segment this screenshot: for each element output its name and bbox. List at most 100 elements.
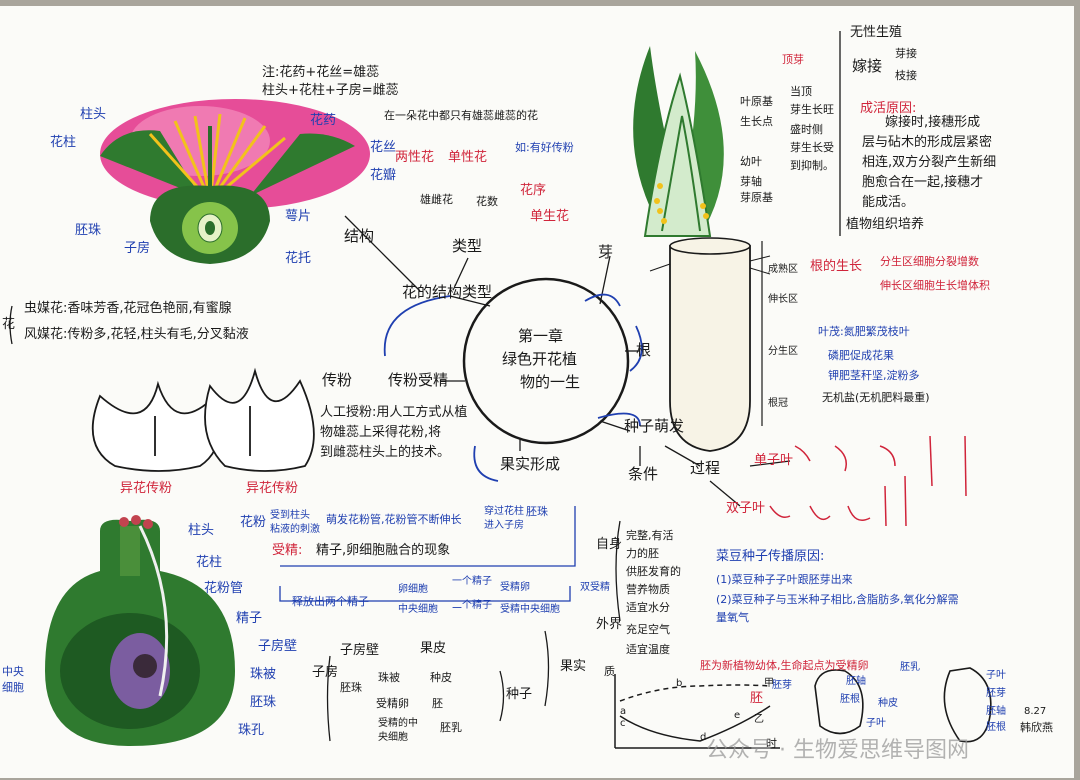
fert-integument: 珠被 (250, 667, 277, 682)
embryo-hypocotyl: 胚轴 (846, 676, 866, 687)
embryo-title: 胚为新植物幼体,生命起点为受精卵 (700, 659, 869, 672)
bud-note-5: 芽生长受 (790, 141, 834, 154)
label-anther: 花药 (310, 113, 337, 128)
ft-c2: 二个精子 (452, 600, 492, 611)
fert-central-2: 细胞 (2, 681, 24, 694)
zone-mature: 成熟区 (768, 264, 798, 275)
mind-map-sheet: 注:花药+花丝=雄蕊 柱头+花柱+子房=雌蕊 柱头 花药 花柱 花丝 花瓣 胚珠… (0, 6, 1074, 778)
embryo-hypocotyl-2: 胚轴 (986, 706, 1006, 717)
embryo-radicle: 胚根 (840, 694, 860, 705)
artificial-3: 到雌蕊柱头上的技术。 (320, 445, 451, 460)
survival-reason: 成活原因: (860, 101, 917, 116)
insect-pollinated: 虫媒花:香味芳香,花冠色艳丽,有蜜腺 (24, 301, 232, 316)
root-growth-elong: 伸长区细胞生长增体积 (880, 279, 990, 292)
root-growth-meristem: 分生区细胞分裂增数 (880, 255, 979, 268)
hub-pollination-fert: 传粉受精 (388, 371, 449, 389)
cross-pollination-a: 异花传粉 (120, 481, 173, 496)
seed-drawings (814, 667, 992, 743)
zone-cap: 根冠 (768, 398, 788, 409)
bud-note-1: 顶芽 (782, 53, 804, 66)
fert-stigma: 柱头 (188, 523, 215, 538)
watermark: 公众号 · 生物爱思维导图网 (706, 738, 969, 763)
cond-self: 自身 (596, 537, 623, 552)
ft-in1: 穿过花柱 (484, 506, 524, 517)
bud-primordia: 叶原基 (740, 95, 773, 108)
ft-double: 双受精 (580, 582, 610, 593)
seed-note-title: 菜豆种子传播原因: (716, 549, 825, 564)
ft-h2: 粘液的刺激 (270, 524, 320, 535)
cond-e3: 适宜温度 (626, 643, 670, 656)
tissue-culture: 植物组织培养 (846, 217, 925, 232)
artificial-2: 物雄蕊上采得花粉,将 (320, 425, 442, 440)
reason-5: 能成活。 (862, 195, 915, 210)
cond-ext: 外界 (596, 617, 623, 632)
dicot: 双子叶 (726, 501, 766, 516)
reason-1: 嫁接时,接穗形成 (885, 115, 981, 130)
note-stamen: 注:花药+花丝=雄蕊 (262, 65, 380, 80)
dry-weight-graph (614, 674, 780, 749)
label-stigma: 柱头 (80, 107, 107, 122)
ft-cc: 中央细胞 (398, 604, 438, 615)
cond-e1: 适宜水分 (626, 601, 670, 614)
flower-illustration (100, 99, 370, 264)
bud-note-6: 到抑制。 (790, 159, 834, 172)
graph-b: b (676, 678, 683, 689)
bud-note-3: 芽生长旺 (790, 103, 834, 116)
flower-bracket-label: 花 (2, 317, 16, 332)
wind-pollinated: 风媒花:传粉多,花轻,柱头有毛,分叉黏液 (24, 327, 249, 342)
e-g-note: 如:有好传粉 (515, 141, 574, 154)
root-growth: 根的生长 (810, 259, 863, 274)
ft-release: 释放出两个精子 (292, 595, 369, 608)
monocot: 单子叶 (754, 453, 794, 468)
bud-young-leaf: 幼叶 (740, 155, 762, 168)
fert-style: 花柱 (196, 555, 223, 570)
ftree-ovule: 胚珠 (340, 681, 362, 694)
ft-egg: 卵细胞 (398, 584, 428, 595)
potassium: 钾肥茎秆坚,淀粉多 (828, 369, 920, 382)
flower-count: 花数 (476, 195, 498, 208)
bud-graft: 芽接 (895, 47, 917, 60)
zone-meristem: 分生区 (768, 346, 798, 357)
ftree-ovary: 子房 (312, 665, 339, 680)
embryo-coat: 种皮 (878, 698, 898, 709)
ft-c1: 一个精子 (452, 576, 492, 587)
bisexual-flower: 两性花 (395, 150, 435, 165)
ftree-endosperm: 胚乳 (440, 721, 462, 734)
fert-central: 中央 (2, 665, 24, 678)
seed-note-3: 量氧气 (716, 611, 749, 624)
embryo-cotyledon: 子叶 (866, 718, 886, 729)
ft-flow: 萌发花粉管,花粉管不断伸长 (326, 513, 462, 526)
ftree-fe: 受精卵 (376, 697, 409, 710)
label-style: 花柱 (50, 135, 77, 150)
hub-fruit: 果实形成 (500, 455, 561, 473)
graph-e: e (734, 710, 741, 721)
ft-fuse: 受精卵 (500, 582, 530, 593)
ftree-fc2: 央细胞 (378, 732, 408, 743)
cond-e2: 充足空气 (626, 623, 670, 636)
label-receptacle: 花托 (285, 251, 312, 266)
ft-h1: 受到柱头 (270, 510, 310, 521)
reason-2: 层与砧木的形成层紧密 (862, 135, 993, 150)
label-ovary: 子房 (124, 241, 151, 256)
drawing-layer (9, 31, 992, 749)
ftree-fc1: 受精的中 (378, 718, 418, 729)
graph-j: 甲 (764, 678, 774, 689)
hub-process: 过程 (690, 459, 721, 477)
ftree-fruit: 果实 (560, 659, 587, 674)
bud-note-2: 当顶 (790, 85, 812, 98)
signature-name: 韩欣燕 (1020, 721, 1053, 734)
grafting: 嫁接 (852, 57, 883, 75)
center-title-3: 物的一生 (520, 373, 581, 391)
fert-sperm: 精子 (236, 611, 263, 626)
root-tip-illustration (649, 237, 771, 452)
fert-micropyle: 珠孔 (238, 723, 265, 738)
label-filament: 花丝 (370, 140, 397, 155)
zone-elong: 伸长区 (768, 294, 798, 305)
bud-growth-point: 生长点 (740, 115, 773, 128)
fert-ovary-wall: 子房壁 (258, 639, 298, 654)
ft-in2: 进入子房 (484, 520, 524, 531)
fertilization-illustration (45, 515, 235, 746)
ft-def: 精子,卵细胞融合的现象 (316, 543, 451, 558)
cond-s2: 力的胚 (626, 547, 659, 560)
reason-4: 胞愈合在一起,接穗才 (862, 175, 984, 190)
